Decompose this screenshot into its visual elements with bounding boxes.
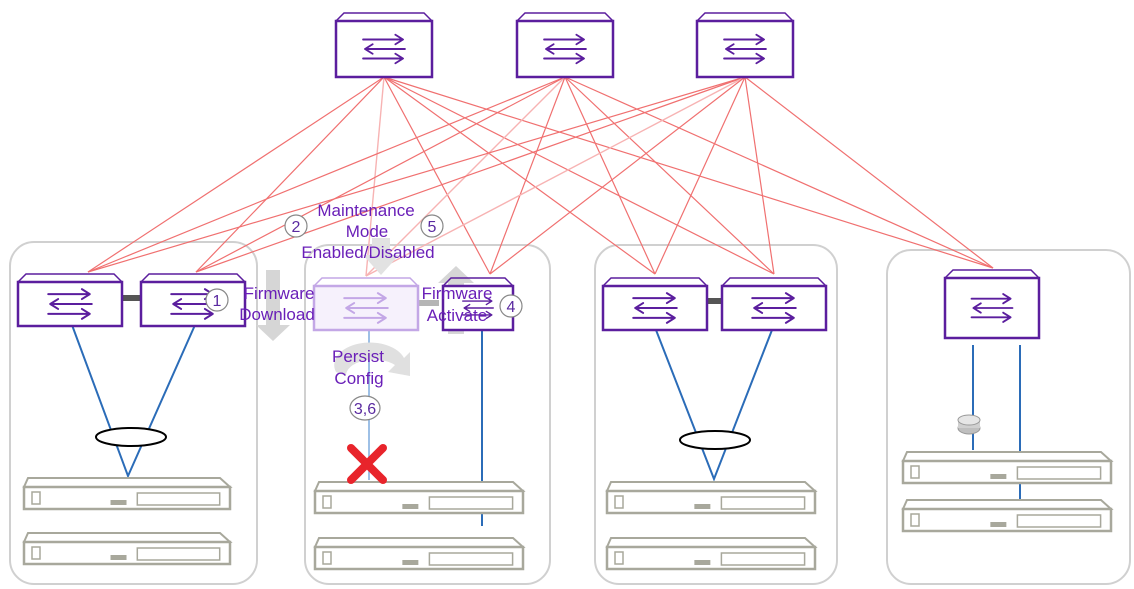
rack-server-icon bbox=[605, 481, 818, 515]
uplink-line bbox=[195, 76, 746, 273]
bidirectional-arrows-switch-icon bbox=[723, 33, 767, 65]
host-link bbox=[655, 329, 773, 482]
uplink-line bbox=[383, 76, 491, 275]
uplink-line bbox=[87, 76, 385, 273]
download-label-line2: Download bbox=[239, 305, 315, 324]
uplink-line bbox=[489, 76, 566, 275]
bidirectional-arrows-switch-icon bbox=[970, 293, 1014, 323]
step-badge-4 bbox=[499, 294, 523, 318]
rack-server-icon bbox=[313, 537, 526, 571]
process-labels: Maintenance Mode Enabled/Disabled Firmwa… bbox=[239, 201, 492, 388]
uplink-line bbox=[564, 76, 775, 275]
uplink-line bbox=[654, 76, 746, 275]
rack-server-icon bbox=[901, 451, 1114, 485]
step-badge-3-6 bbox=[349, 395, 381, 421]
isl-bar bbox=[120, 295, 142, 301]
activate-label-line1: Firmware bbox=[422, 284, 493, 303]
spine-switch-3 bbox=[695, 12, 795, 79]
rack-group-2 bbox=[304, 244, 551, 585]
uplink-line bbox=[365, 76, 385, 277]
rack-server-icon bbox=[605, 537, 818, 571]
bidirectional-arrows-switch-icon bbox=[47, 288, 93, 320]
uplink-line bbox=[564, 76, 656, 275]
uplink-line bbox=[87, 76, 746, 273]
step-5: 5 bbox=[428, 219, 437, 236]
step-badge-1 bbox=[205, 288, 229, 312]
step-4: 4 bbox=[507, 299, 516, 316]
uplink-line bbox=[383, 76, 656, 275]
uplinks bbox=[87, 76, 994, 277]
maintenance-label-line2: Mode bbox=[346, 222, 389, 241]
step-3-6: 3,6 bbox=[354, 401, 376, 418]
uplink-line bbox=[564, 76, 994, 269]
isl-bar bbox=[415, 300, 439, 306]
leaf-switch-1b bbox=[139, 273, 247, 328]
red-x-icon bbox=[347, 444, 387, 484]
rack-server-icon bbox=[313, 481, 526, 515]
maintenance-label-line1: Maintenance bbox=[317, 201, 414, 220]
host-link bbox=[71, 324, 196, 479]
lag-ellipse-icon bbox=[679, 430, 751, 450]
leaf-switch-4 bbox=[943, 269, 1041, 340]
uplink-line bbox=[365, 76, 746, 277]
step-badge-2 bbox=[284, 214, 308, 238]
step-badges bbox=[205, 214, 523, 421]
uplink-line bbox=[744, 76, 775, 275]
isl-links bbox=[120, 295, 727, 306]
leaf-switch-3a bbox=[601, 277, 709, 332]
bidirectional-arrows-switch-icon bbox=[632, 292, 678, 324]
bidirectional-arrows-switch-icon bbox=[362, 33, 406, 65]
persist-loop-arrow bbox=[334, 342, 410, 376]
bonds bbox=[95, 427, 751, 450]
spine-switch-2 bbox=[515, 12, 615, 79]
persist-label-line2: Config bbox=[334, 369, 383, 388]
bidirectional-arrows-switch-icon bbox=[543, 33, 587, 65]
maintenance-label-line3: Enabled/Disabled bbox=[301, 243, 434, 262]
uplink-line bbox=[744, 76, 994, 269]
uplink-line bbox=[195, 76, 385, 273]
activate-label-line2: Activate bbox=[427, 306, 487, 325]
isl-bar bbox=[705, 298, 727, 304]
leaf-switch-1a bbox=[16, 273, 124, 328]
leaf-switch-3b bbox=[720, 277, 828, 332]
uplink-line bbox=[489, 76, 746, 275]
uplink-line bbox=[383, 76, 775, 275]
rack-group-4 bbox=[886, 249, 1131, 585]
leaf-switch-2a bbox=[312, 277, 420, 332]
step-1: 1 bbox=[213, 293, 222, 310]
uplink-line bbox=[87, 76, 566, 273]
download-label-line1: Firmware bbox=[244, 284, 315, 303]
disk-connector-icon bbox=[957, 414, 981, 435]
bidirectional-arrows-switch-icon bbox=[751, 292, 797, 324]
persist-label-line1: Persist bbox=[332, 347, 384, 366]
rack-server-icon bbox=[22, 477, 233, 511]
uplink-line bbox=[195, 76, 566, 273]
maintenance-arrow bbox=[363, 238, 399, 275]
bidirectional-arrows-switch-icon bbox=[343, 292, 389, 324]
step-badge-5 bbox=[420, 214, 444, 238]
lag-ellipse-icon bbox=[95, 427, 167, 447]
rack-server-icon bbox=[22, 532, 233, 566]
spine-switch-1 bbox=[334, 12, 434, 79]
step-numbers: 2 5 1 4 3,6 bbox=[213, 219, 516, 418]
uplink-line bbox=[383, 76, 994, 269]
step-2: 2 bbox=[292, 219, 301, 236]
switches bbox=[16, 12, 1041, 340]
download-arrow bbox=[256, 270, 290, 341]
servers bbox=[22, 451, 1114, 571]
rack-server-icon bbox=[901, 499, 1114, 533]
